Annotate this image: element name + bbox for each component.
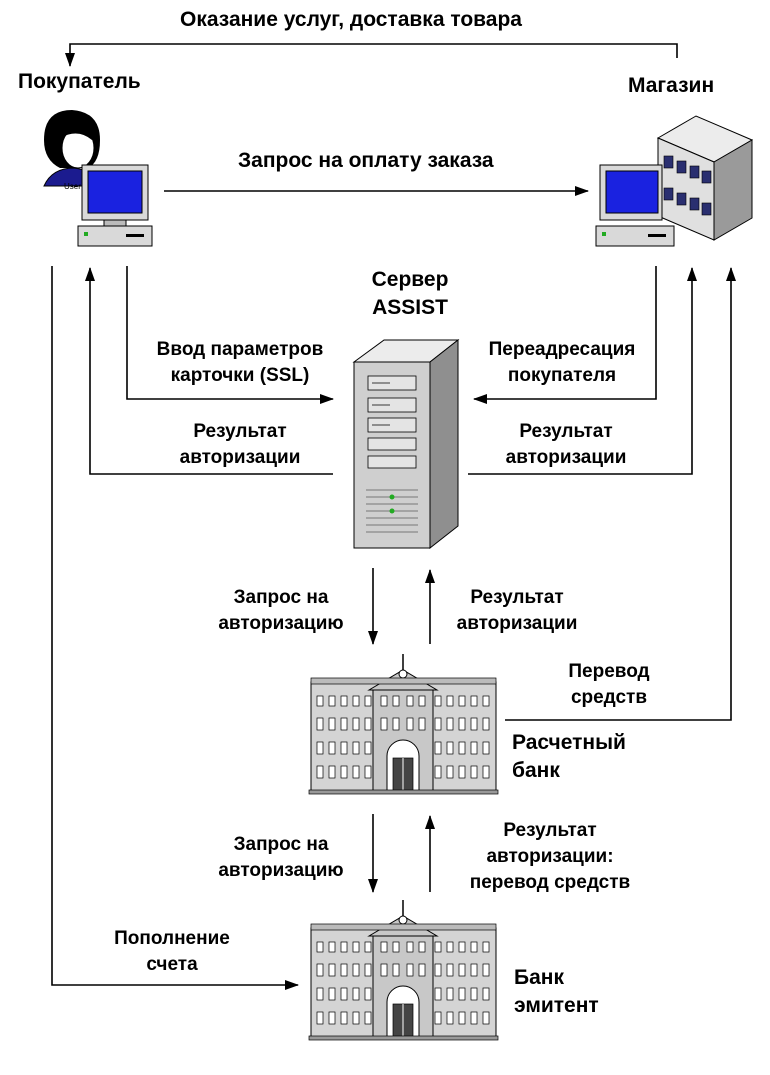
issuer-bank-label: Банк эмитент <box>514 966 599 1017</box>
buyer-label: Покупатель <box>18 70 141 93</box>
bank-building-icon <box>308 899 499 1041</box>
service-delivery-label: Оказание услуг, доставка товара <box>180 8 522 31</box>
auth-request-upper-label: Запрос на авторизацию <box>218 587 344 634</box>
auth-request-lower-label: Запрос на авторизацию <box>218 834 344 881</box>
payment-request-label: Запрос на оплату заказа <box>238 149 494 172</box>
account-topup-arrow <box>51 266 299 990</box>
server-title: Сервер ASSIST <box>371 268 449 319</box>
auth-result-to-buyer-arrow <box>85 267 333 475</box>
shop-computer-icon <box>595 115 754 247</box>
account-topup-label: Пополнение счета <box>114 928 230 975</box>
auth-result-left-label: Результат авторизации <box>179 421 301 468</box>
settlement-bank-label: Расчетный банк <box>512 731 626 782</box>
auth-result-right-label: Результат авторизации <box>505 421 627 468</box>
user-computer-icon <box>43 110 153 247</box>
funds-transfer-arrow <box>505 267 736 721</box>
card-input-arrow <box>126 266 334 404</box>
redirect-label: Переадресация покупателя <box>488 339 636 386</box>
user-tag: User <box>64 182 81 191</box>
auth-result-mid-label: Результат авторизации <box>456 587 578 634</box>
auth-result-to-shop-arrow <box>468 267 697 475</box>
card-input-label: Ввод параметров карточки (SSL) <box>156 339 324 386</box>
service-delivery-arrow <box>65 43 678 67</box>
shop-label: Магазин <box>628 74 715 97</box>
redirect-arrow <box>473 266 657 404</box>
bank-building-icon <box>308 653 499 795</box>
server-icon <box>352 338 460 550</box>
funds-transfer-label: Перевод средств <box>568 661 650 708</box>
auth-result-bottom-label: Результат авторизации: перевод средств <box>469 820 631 893</box>
